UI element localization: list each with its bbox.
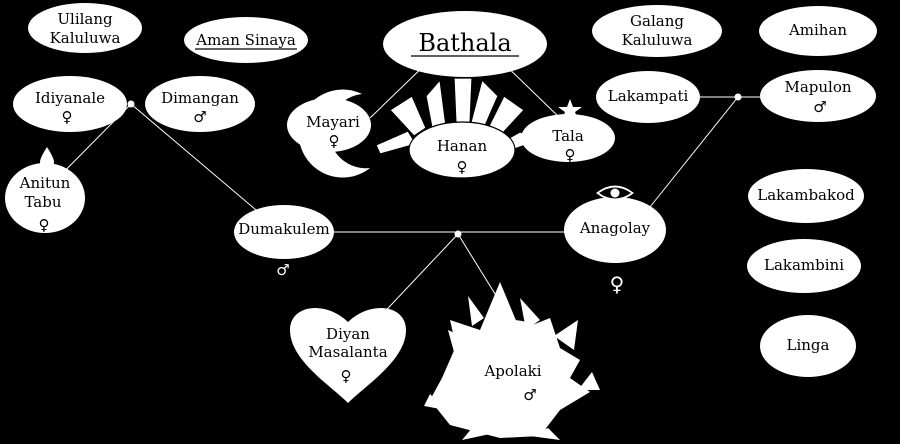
node-label-apolaki: Apolaki	[483, 362, 541, 380]
ellipse-tala	[521, 114, 615, 162]
ellipse-bathala	[383, 11, 547, 77]
node-label-diyan-masalanta: Masalanta	[308, 343, 387, 361]
node-label-lakambini: Lakambini	[764, 256, 844, 274]
water-drop-icon	[40, 147, 54, 169]
node-label-dimangan: Dimangan	[161, 89, 239, 107]
line-union-diyan	[374, 233, 459, 323]
sun-icon	[424, 282, 600, 440]
moon-icon	[298, 89, 370, 178]
node-label-amihan: Amihan	[788, 21, 847, 39]
node-label-galang-kaluluwa: Kaluluwa	[622, 31, 693, 49]
node-label-mayari: Mayari	[306, 113, 360, 131]
node-label-anitun-tabu: Anitun	[19, 174, 71, 192]
union-dot	[127, 100, 135, 108]
ellipse-lakambini	[747, 239, 861, 293]
male-symbol: ♂	[276, 261, 289, 279]
female-symbol: ♀	[341, 367, 352, 385]
node-label-tala: Tala	[552, 127, 584, 145]
node-label-anitun-tabu: Tabu	[24, 193, 61, 211]
node-label-mapulon: Mapulon	[784, 78, 851, 96]
ellipse-dumakulem	[234, 205, 334, 259]
node-label-linga: Linga	[787, 336, 830, 354]
node-label-anagolay: Anagolay	[579, 219, 651, 237]
node-label-aman-sinaya: Aman Sinaya	[195, 31, 296, 49]
ellipse-hanan	[408, 121, 516, 179]
ellipse-lakambakod	[748, 169, 864, 223]
ellipse-anagolay	[564, 197, 666, 263]
node-label-lakambakod: Lakambakod	[757, 186, 855, 204]
node-label-hanan: Hanan	[437, 137, 488, 155]
node-label-dumakulem: Dumakulem	[238, 220, 330, 238]
node-label-diyan-masalanta: Diyan	[326, 325, 370, 343]
male-symbol: ♂	[813, 98, 826, 116]
ellipse-ulilang-kaluluwa	[28, 3, 142, 53]
ellipse-mapulon	[760, 70, 876, 122]
female-symbol: ♀	[610, 272, 625, 296]
star-icon	[558, 99, 582, 120]
ellipse-amihan	[759, 6, 877, 56]
ellipse-idiyanale	[13, 76, 127, 132]
ellipse-dimangan	[145, 76, 255, 132]
node-label-lakampati: Lakampati	[608, 87, 689, 105]
female-symbol: ♀	[457, 158, 468, 176]
line-dimangan-dumakulem	[130, 103, 257, 211]
ellipse-aman-sinaya	[184, 17, 308, 63]
ellipse-linga	[760, 315, 856, 377]
ellipse-lakampati	[596, 71, 700, 123]
ellipse-anitun-tabu	[5, 163, 85, 233]
node-label-ulilang-kaluluwa: Ulilang	[57, 10, 113, 28]
node-label-ulilang-kaluluwa: Kaluluwa	[50, 29, 121, 47]
connector-lines	[39, 59, 760, 323]
node-label-idiyanale: Idiyanale	[35, 89, 105, 107]
line-anagolay-lakampati	[649, 96, 739, 208]
line-union-apolaki	[457, 233, 501, 303]
eye-icon	[596, 185, 634, 201]
ellipse-galang-kaluluwa	[592, 5, 722, 57]
node-label-galang-kaluluwa: Galang	[630, 12, 684, 30]
male-symbol: ♂	[523, 386, 536, 404]
node-label-bathala: Bathala	[418, 29, 511, 57]
union-dot	[454, 230, 462, 238]
heart-icon	[290, 308, 406, 403]
female-symbol: ♀	[565, 146, 576, 164]
male-symbol: ♂	[193, 108, 206, 126]
female-symbol: ♀	[62, 108, 73, 126]
female-symbol: ♀	[329, 132, 340, 150]
union-dot	[734, 93, 742, 101]
female-symbol: ♀	[39, 216, 50, 234]
